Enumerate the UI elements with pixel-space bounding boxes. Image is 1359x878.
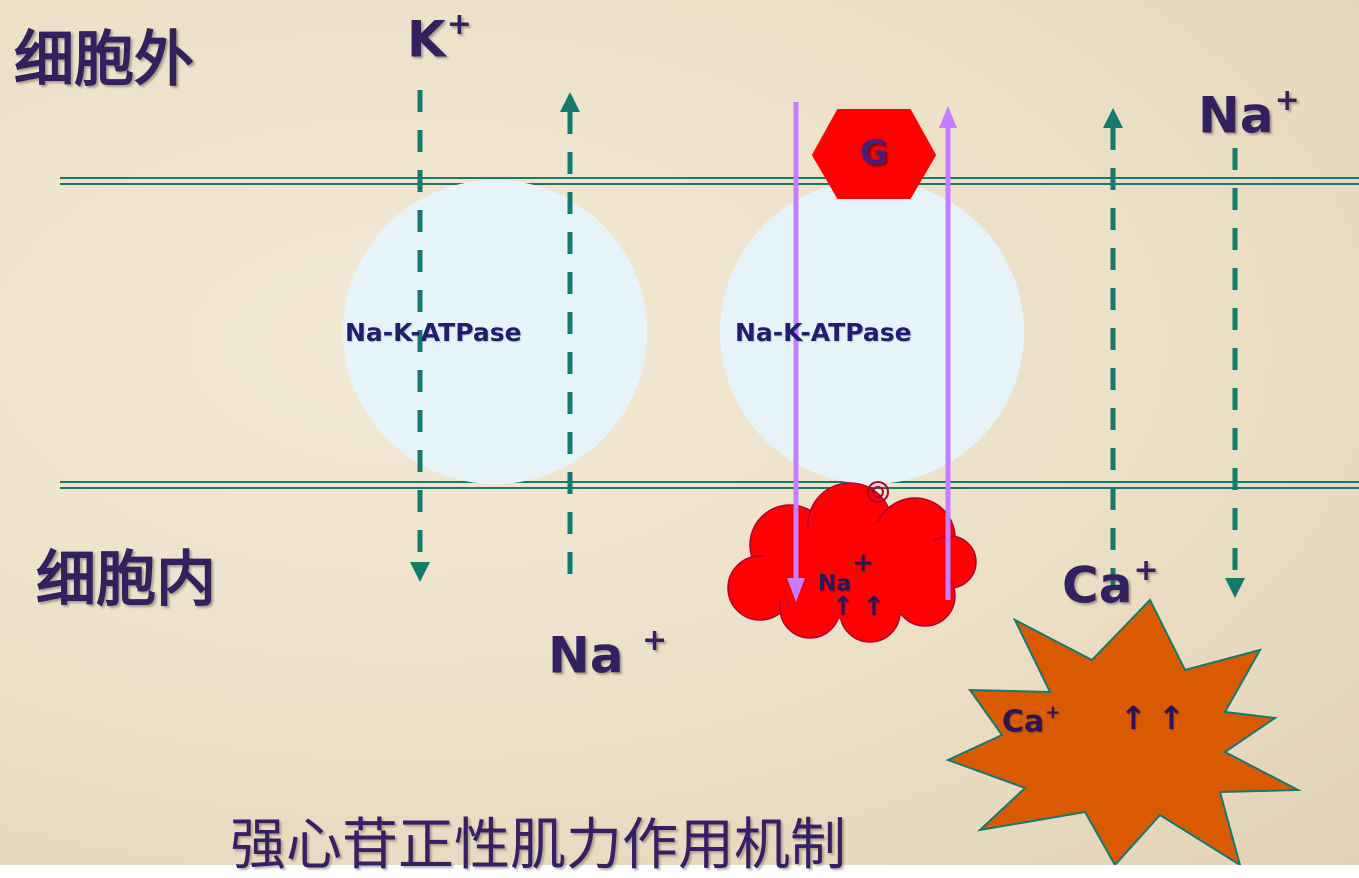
glycoside-label: G (860, 133, 888, 173)
intracellular-label: 细胞内 (36, 545, 216, 615)
ca-ion-symbol: Ca (1062, 556, 1133, 615)
glycoside-hexagon (811, 109, 937, 199)
na-ion-inside-symbol: Na (548, 626, 641, 685)
membrane-inner (60, 481, 1359, 489)
membrane-outer (60, 177, 1359, 185)
na-ion-outside-charge: + (1274, 83, 1300, 118)
extracellular-label: 细胞外 (14, 25, 194, 95)
violet-down-arrow (787, 102, 805, 602)
pump-label-2: Na-K-ATPase (735, 318, 912, 347)
violet-up-arrow (939, 106, 957, 600)
cloud-na-symbol: Na (818, 571, 852, 597)
ca-ion-charge: + (1133, 553, 1159, 588)
k-ion-label: K+ (407, 10, 472, 65)
pump-label-1: Na-K-ATPase (345, 318, 522, 347)
star-ca-charge: + (1045, 702, 1061, 723)
cloud-up-arrows: ↑ ↑ (832, 592, 885, 622)
na-ion-inside-label: Na + (548, 626, 667, 681)
k-ion-charge: + (446, 7, 472, 42)
na-influx-arrow (1225, 148, 1245, 598)
na-ion-outside-symbol: Na (1198, 86, 1274, 145)
ca-ion-label: Ca+ (1062, 556, 1159, 611)
cloud-na-charge: + (852, 548, 875, 578)
calcium-burst (945, 598, 1302, 865)
k-ion-symbol: K (407, 10, 446, 69)
star-ca-label: Ca+ (1002, 704, 1060, 738)
cloud-na-label: Na+ (818, 550, 874, 596)
ca-efflux-arrow (1103, 108, 1123, 588)
na-efflux-arrow (560, 92, 580, 580)
cloud-fill-core (760, 520, 950, 620)
star-up-arrows: ↑ ↑ (1120, 699, 1185, 737)
star-ca-symbol: Ca (1002, 704, 1045, 740)
cloud-swirl (867, 481, 889, 503)
diagram-title: 强心苷正性肌力作用机制 (230, 813, 846, 878)
k-influx-arrow (410, 90, 430, 582)
na-ion-inside-charge: + (642, 623, 668, 658)
na-ion-outside-label: Na+ (1198, 86, 1300, 141)
